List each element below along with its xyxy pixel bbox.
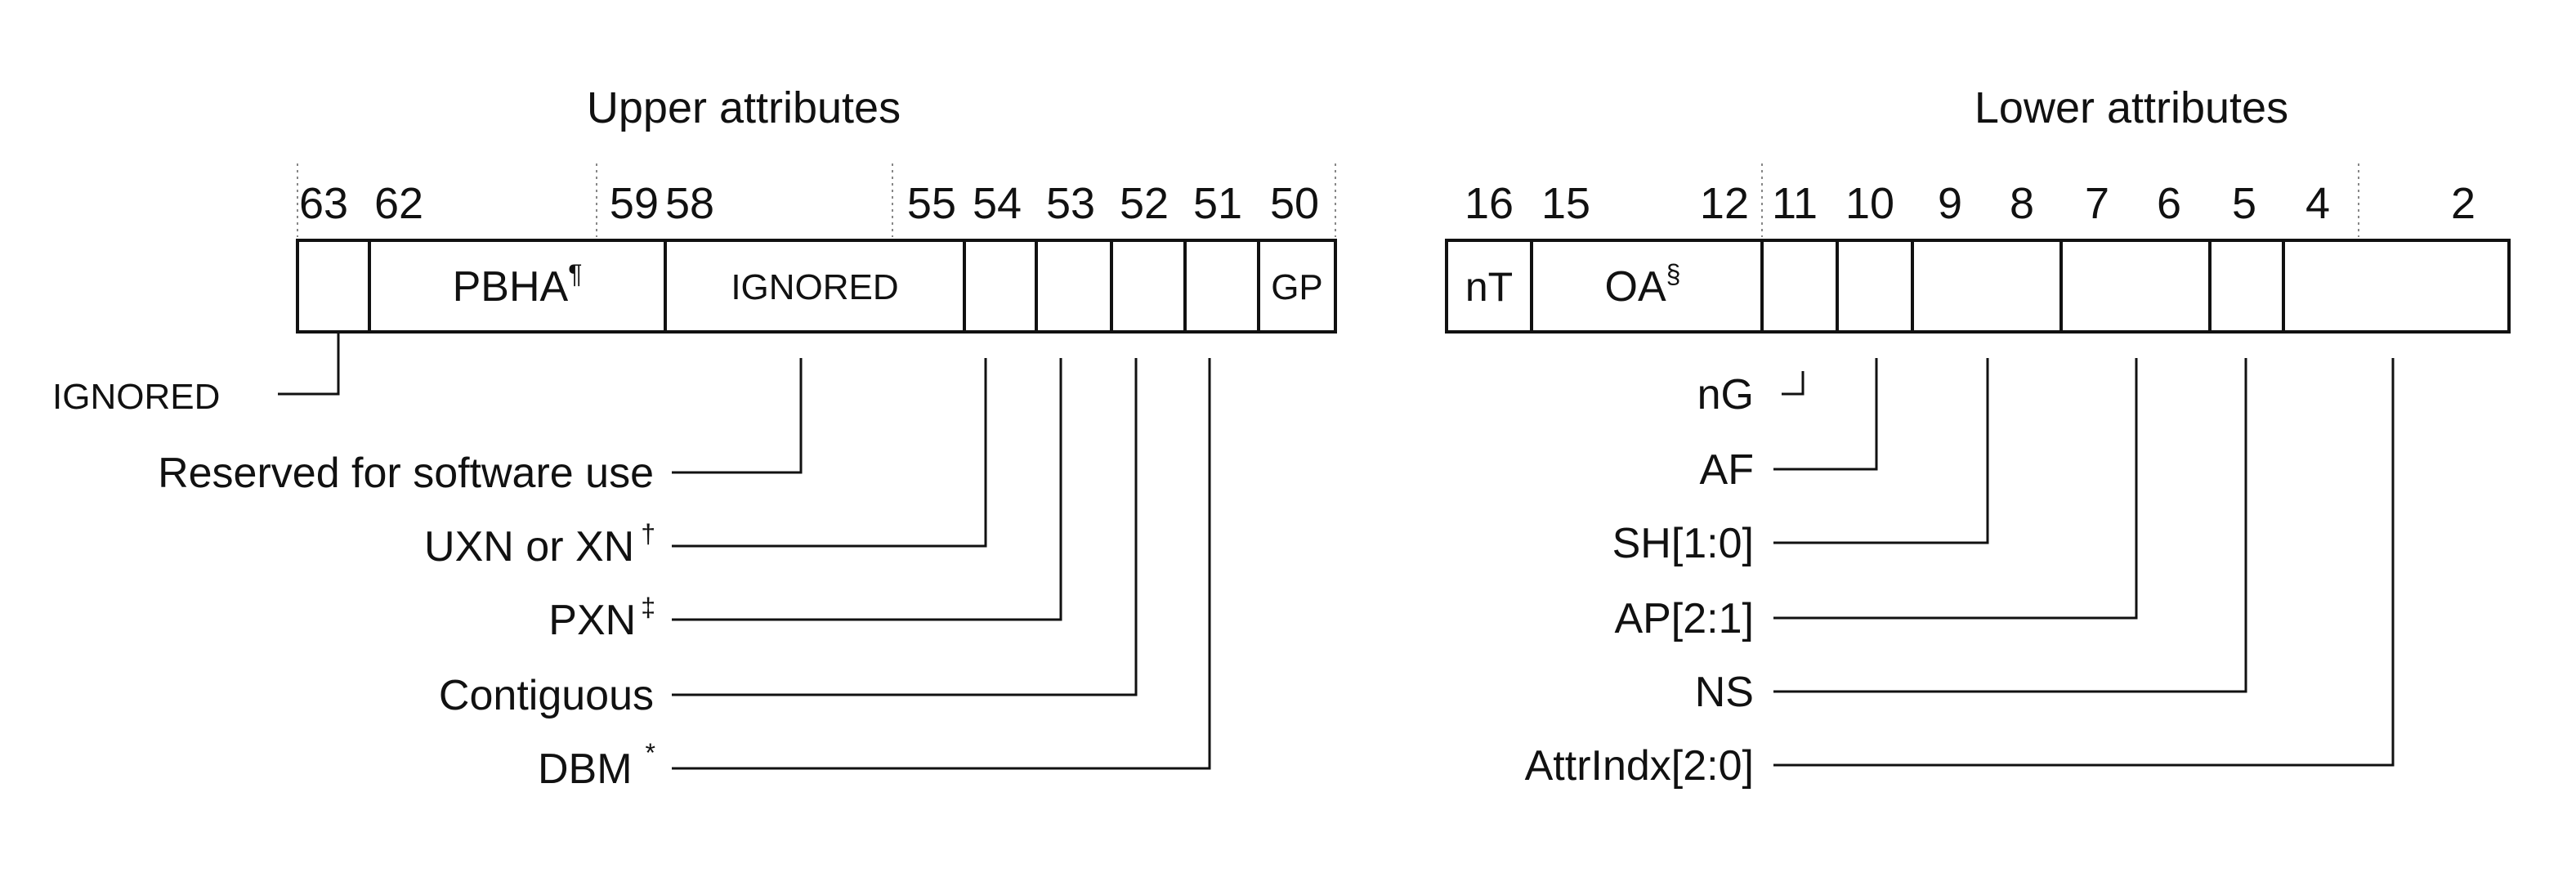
bit-number-12: 12 xyxy=(1700,179,1749,228)
bit-number-52: 52 xyxy=(1120,179,1169,228)
lower-fields: nT OA§ xyxy=(1445,239,2511,334)
leader-contiguous xyxy=(672,358,1138,696)
upper-fields: PBHA¶ IGNORED GP xyxy=(296,239,1337,334)
callout-af: AF xyxy=(1700,446,1754,494)
bit-number-8: 8 xyxy=(2010,179,2034,228)
upper-attributes-title: Upper attributes xyxy=(587,83,901,132)
callout-attrindx: AttrIndx[2:0] xyxy=(1525,742,1754,790)
bit-number-10: 10 xyxy=(1845,179,1894,228)
leader-dbm xyxy=(672,358,1211,770)
nt-field: nT xyxy=(1465,264,1513,310)
bit-number-62: 62 xyxy=(374,179,423,228)
bit-number-9: 9 xyxy=(1938,179,1962,228)
gp-field: GP xyxy=(1271,267,1323,307)
bit-number-7: 7 xyxy=(2085,179,2109,228)
bit-number-59: 59 xyxy=(610,179,659,228)
bit-number-63: 63 xyxy=(299,179,348,228)
callout-contiguous: Contiguous xyxy=(439,672,654,719)
bit-number-2: 2 xyxy=(2451,179,2475,228)
upper-callouts: IGNORED Reserved for software use UXN or… xyxy=(52,377,655,793)
bit-number-6: 6 xyxy=(2157,179,2181,228)
bit-number-5: 5 xyxy=(2232,179,2256,228)
lower-bit-numbers: 16 15 12 11 10 9 8 7 6 5 4 2 xyxy=(1465,179,2475,228)
lower-callouts: nG AF SH[1:0] AP[2:1] NS AttrIndx[2:0] xyxy=(1525,371,1754,790)
pbha-field: PBHA¶ xyxy=(453,259,583,311)
bit-number-51: 51 xyxy=(1193,179,1242,228)
lower-attributes-title: Lower attributes xyxy=(1974,83,2288,132)
callout-uxn-or-xn: UXN or XN† xyxy=(424,519,655,571)
lower-dotted-separators xyxy=(1761,163,2359,237)
leader-af xyxy=(1773,358,1878,471)
callout-ns: NS xyxy=(1695,669,1754,716)
leader-ignored xyxy=(278,332,340,396)
leader-attrindx xyxy=(1773,358,2395,767)
lower-register-box xyxy=(1445,239,2511,334)
bit-number-54: 54 xyxy=(973,179,1022,228)
leader-sh xyxy=(1773,358,1989,544)
callout-ng: nG xyxy=(1697,371,1754,419)
bit-number-58: 58 xyxy=(665,179,714,228)
callout-pxn: PXN‡ xyxy=(548,593,655,644)
bit-number-11: 11 xyxy=(1772,179,1818,228)
leader-reserved xyxy=(672,358,803,474)
bit-number-50: 50 xyxy=(1270,179,1319,228)
upper-register-box xyxy=(296,239,1337,334)
bit-number-16: 16 xyxy=(1465,179,1514,228)
upper-leaders xyxy=(278,332,1211,770)
bit-number-53: 53 xyxy=(1046,179,1095,228)
callout-ap: AP[2:1] xyxy=(1614,595,1754,642)
callout-ignored: IGNORED xyxy=(52,377,220,417)
callout-reserved-for-software-use: Reserved for software use xyxy=(158,450,654,497)
leader-uxn xyxy=(672,358,987,548)
leader-ap xyxy=(1773,358,2138,620)
leader-pxn xyxy=(672,358,1062,621)
leader-ng xyxy=(1782,371,1805,396)
bit-number-55: 55 xyxy=(907,179,956,228)
leader-ns xyxy=(1773,358,2247,693)
lower-leaders xyxy=(1773,358,2395,767)
oa-field: OA§ xyxy=(1605,259,1681,311)
upper-dotted-separators xyxy=(297,163,1336,237)
callout-sh: SH[1:0] xyxy=(1612,520,1754,567)
upper-bit-numbers: 63 62 59 58 55 54 53 52 51 50 xyxy=(299,179,1319,228)
ignored-field: IGNORED xyxy=(731,267,898,307)
bit-number-15: 15 xyxy=(1541,179,1590,228)
callout-dbm: DBM* xyxy=(538,738,655,793)
bit-number-4: 4 xyxy=(2305,179,2330,228)
